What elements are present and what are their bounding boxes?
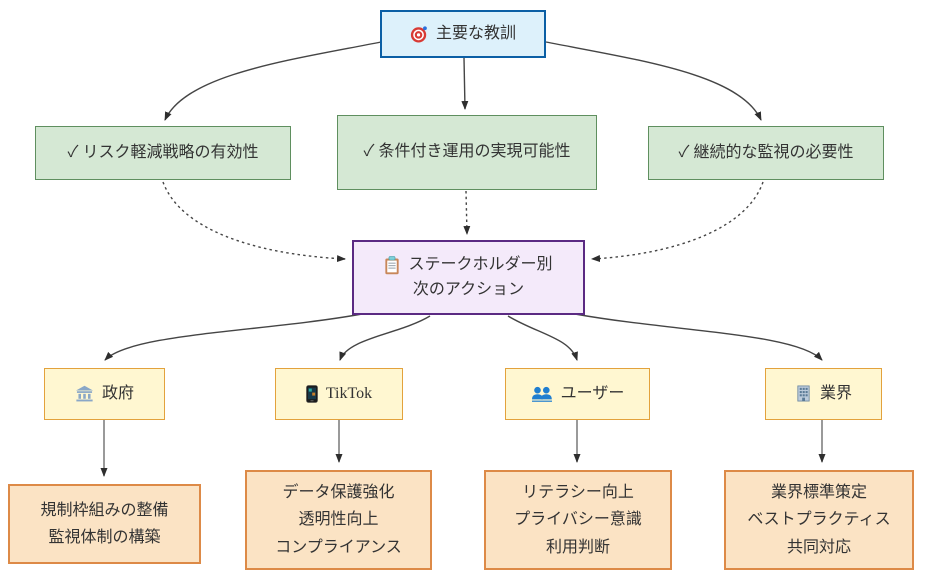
node-actions-users: リテラシー向上 プライバシー意識 利用判断 bbox=[484, 470, 672, 570]
lesson-3-label: ✓ 継続的な監視の必要性 bbox=[678, 143, 854, 161]
lesson-2-label: ✓ 条件付き運用の実現可能性 bbox=[363, 143, 571, 161]
government-icon bbox=[75, 385, 94, 402]
building-icon bbox=[795, 385, 812, 402]
users-icon bbox=[531, 386, 553, 402]
node-stakeholder-industry: 業界 bbox=[765, 368, 882, 420]
clipboard-icon bbox=[384, 255, 400, 275]
actions-tiktok-line2: 透明性向上 bbox=[298, 511, 379, 529]
edge-root-to-lesson-1 bbox=[164, 41, 382, 121]
actions-users-line1: リテラシー向上 bbox=[522, 484, 634, 502]
actions-government-line2: 監視体制の構築 bbox=[48, 529, 161, 546]
edge-root-to-lesson-3 bbox=[545, 41, 762, 121]
stakeholder-government-label: 政府 bbox=[101, 384, 134, 402]
node-lesson-1: ✓ リスク軽減戦略の有効性 bbox=[35, 126, 291, 180]
actions-industry-line1: 業界標準策定 bbox=[770, 484, 867, 502]
hub-label-line2: 次のアクション bbox=[412, 280, 525, 298]
edge-lesson-2-to-hub bbox=[463, 190, 471, 235]
node-actions-tiktok: データ保護強化 透明性向上 コンプライアンス bbox=[245, 470, 432, 570]
actions-government-line1: 規制枠組みの整備 bbox=[40, 501, 169, 519]
node-actions-industry: 業界標準策定 ベストプラクティス 共同対応 bbox=[724, 470, 914, 570]
edge-lesson-3-to-hub bbox=[591, 181, 764, 263]
hub-label-line1: ステークホルダー別 bbox=[408, 255, 553, 273]
node-stakeholder-users: ユーザー bbox=[505, 368, 650, 420]
actions-users-line3: 利用判断 bbox=[545, 538, 610, 556]
actions-users-line2: プライバシー意識 bbox=[514, 511, 642, 529]
node-hub: ステークホルダー別 次のアクション bbox=[352, 240, 585, 315]
phone-icon bbox=[306, 385, 318, 403]
edge-hub-to-tiktok bbox=[339, 315, 431, 361]
edge-root-to-lesson-2 bbox=[461, 57, 469, 110]
node-stakeholder-government: 政府 bbox=[44, 368, 165, 420]
actions-industry-line2: ベストプラクティス bbox=[747, 511, 891, 529]
root-label: 主要な教訓 bbox=[435, 24, 516, 42]
lesson-1-label: ✓ リスク軽減戦略の有効性 bbox=[67, 143, 259, 161]
edge-lesson-1-to-hub bbox=[162, 181, 346, 263]
stakeholder-industry-label: 業界 bbox=[819, 384, 852, 402]
actions-tiktok-line1: データ保護強化 bbox=[282, 484, 395, 502]
edge-hub-to-government bbox=[104, 313, 363, 361]
node-lesson-2: ✓ 条件付き運用の実現可能性 bbox=[337, 115, 597, 190]
edge-hub-to-users bbox=[507, 315, 578, 361]
edge-hub-to-industry bbox=[574, 313, 823, 361]
stakeholder-users-label: ユーザー bbox=[560, 384, 625, 402]
stakeholder-tiktok-label: TikTok bbox=[325, 384, 373, 402]
node-stakeholder-tiktok: TikTok bbox=[275, 368, 403, 420]
node-actions-government: 規制枠組みの整備 監視体制の構築 bbox=[8, 484, 201, 564]
actions-industry-line3: 共同対応 bbox=[786, 538, 851, 556]
actions-tiktok-line3: コンプライアンス bbox=[275, 538, 402, 556]
node-lesson-3: ✓ 継続的な監視の必要性 bbox=[648, 126, 884, 180]
target-icon bbox=[410, 25, 428, 43]
node-root: 主要な教訓 bbox=[380, 10, 546, 58]
